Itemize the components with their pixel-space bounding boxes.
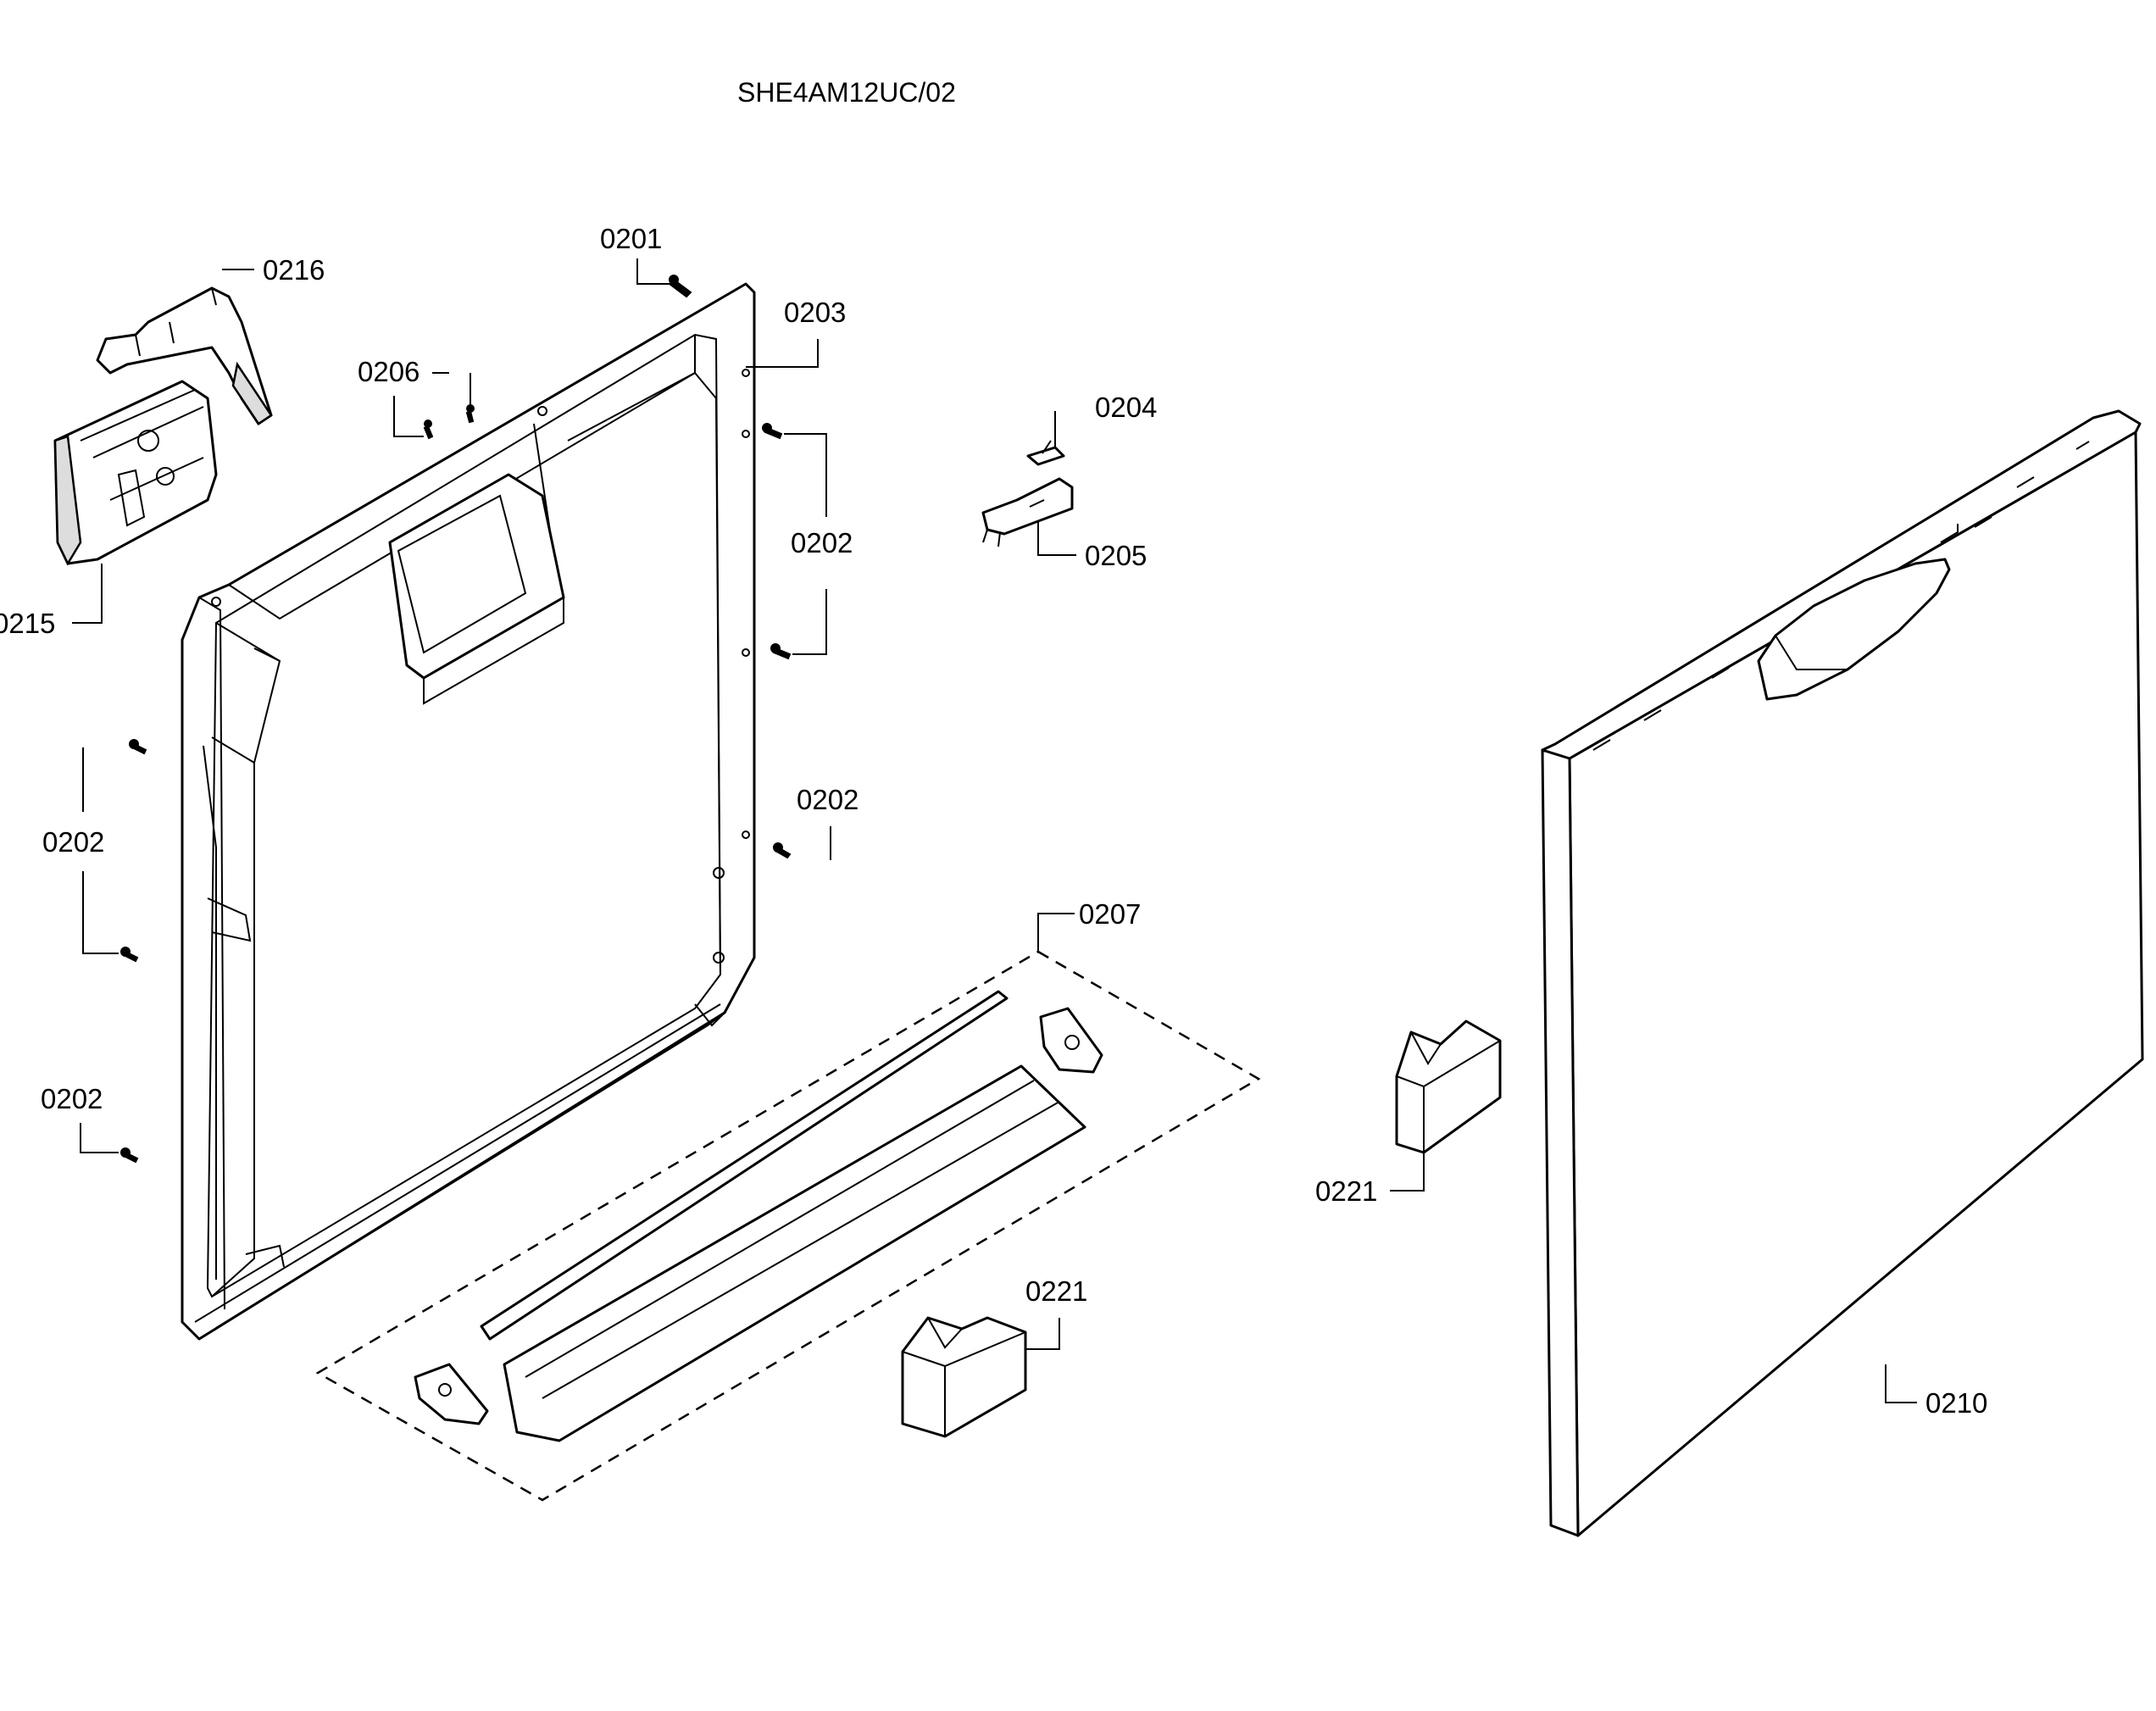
leader-0203 (746, 339, 819, 368)
leader-0205 (1037, 521, 1076, 556)
label-0202-right-upper: 0202 (791, 527, 853, 558)
part-0205-hinge-piece (981, 477, 1074, 547)
label-0203: 0203 (784, 297, 846, 328)
leader-0202-right (784, 433, 827, 655)
label-0221-lower: 0221 (1025, 1275, 1087, 1307)
leader-0221-lower (1025, 1318, 1060, 1350)
part-0215-door-lock (53, 380, 218, 566)
diagram-title: SHE4AM12UC/02 (737, 77, 956, 108)
part-0216-bracket (96, 286, 273, 425)
label-0202-left-lower: 0202 (41, 1083, 103, 1114)
label-0216: 0216 (263, 254, 325, 286)
part-0202-screws-right (762, 423, 792, 660)
label-0206: 0206 (358, 356, 420, 387)
part-0221-end-cap-right (1395, 1019, 1502, 1154)
part-0202-screw-right-lower (773, 842, 792, 859)
label-0207: 0207 (1079, 898, 1141, 930)
part-0221-end-cap-lower (901, 1316, 1027, 1438)
label-0204: 0204 (1095, 392, 1157, 423)
label-0215: 0215 (0, 608, 55, 639)
leader-0202-left-lower (80, 1123, 119, 1153)
part-0210-outer-door-panel (1541, 409, 2144, 1537)
label-0210: 0210 (1925, 1387, 1987, 1419)
leader-0221-right (1390, 1153, 1425, 1192)
label-0205: 0205 (1085, 540, 1147, 571)
label-0221-right: 0221 (1315, 1175, 1377, 1207)
leader-0207 (1037, 913, 1075, 952)
part-0202-screws-left (120, 739, 147, 963)
part-0207-kit-contents (414, 990, 1103, 1442)
part-0201-screw (668, 275, 692, 298)
leader-0202-left (82, 747, 119, 954)
part-0206-screws (423, 404, 475, 440)
part-0203-inner-door (181, 282, 756, 1341)
leader-0210 (1885, 1364, 1917, 1403)
leader-0206 (393, 372, 471, 437)
label-0201: 0201 (600, 223, 662, 254)
part-0204-clip (1026, 440, 1065, 466)
leader-0215 (72, 564, 103, 624)
part-0207-kit-outline (315, 950, 1261, 1502)
label-0202-left-upper: 0202 (42, 826, 104, 858)
leader-0201 (636, 258, 670, 285)
part-0202-screw-left-lower (120, 1147, 139, 1164)
label-0202-right-lower: 0202 (797, 784, 859, 815)
